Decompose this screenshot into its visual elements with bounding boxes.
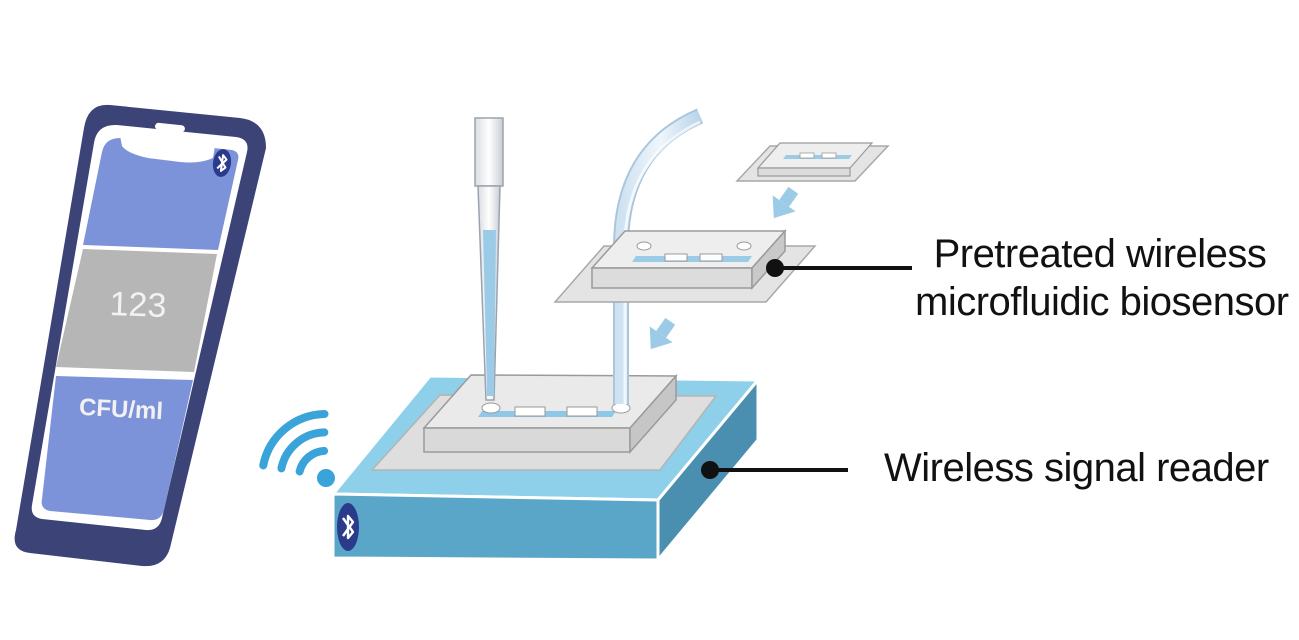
biosensor-electrode-2 xyxy=(699,253,723,262)
phone-speaker xyxy=(155,122,185,133)
phone-notch xyxy=(120,136,215,163)
arrow-down-icon xyxy=(772,186,799,219)
docked-electrode-1 xyxy=(514,406,546,417)
wifi-signal-icon xyxy=(259,409,335,487)
top-biosensor xyxy=(735,142,890,182)
bluetooth-icon xyxy=(212,149,232,177)
reader-front xyxy=(331,492,660,562)
pretreated-biosensor xyxy=(553,229,817,303)
docked-chip-front xyxy=(423,427,631,453)
phone-screen-top xyxy=(83,138,239,250)
pipette-icon xyxy=(474,117,504,401)
biosensor-label: Pretreated wireless microfluidic biosens… xyxy=(915,230,1289,326)
biosensor-chip-front xyxy=(591,267,753,289)
docked-chip-side xyxy=(629,374,677,454)
docked-port-left xyxy=(481,402,501,414)
docked-port-right xyxy=(611,402,631,414)
biosensor-label-line1: Pretreated wireless xyxy=(933,232,1267,276)
leader-reader xyxy=(701,461,848,479)
arrow-down-icon xyxy=(649,317,676,350)
reader-label: Wireless signal reader xyxy=(884,446,1269,490)
biosensor-label-line2: microfluidic biosensor xyxy=(915,280,1289,324)
leader-biosensor xyxy=(766,259,912,277)
readout-panel xyxy=(56,249,217,372)
biosensor-chip-side xyxy=(751,229,786,290)
smartphone xyxy=(14,104,266,567)
readout-value: 123 xyxy=(108,285,168,325)
biosensor-electrode-1 xyxy=(664,253,688,262)
wireless-signal-reader xyxy=(329,374,762,565)
reader-bluetooth-icon xyxy=(337,503,359,551)
docked-electrode-2 xyxy=(566,406,598,417)
phone-screen-bottom xyxy=(41,376,193,521)
